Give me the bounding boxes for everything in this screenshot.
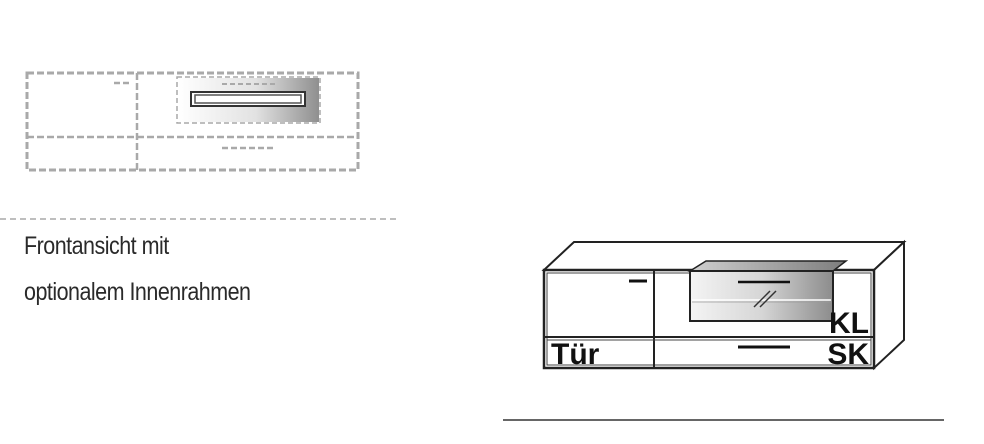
caption-line-2: optionalem Innenrahmen [24, 278, 251, 306]
cabinet-glass-flap [689, 270, 834, 322]
cabinet-flap-top [687, 260, 849, 272]
cabinet-perspective-drawing: Tür KL SK [541, 239, 907, 371]
front-view-optional-inner-frame-inner [194, 94, 302, 104]
cabinet-label-sk: SK [827, 338, 869, 371]
front-view-inner-frame [176, 76, 321, 124]
cabinet-label-door: Tür [551, 338, 600, 371]
front-view-drawing [25, 71, 360, 172]
caption-line-1: Frontansicht mit [24, 232, 169, 260]
cabinet-glass-hatch-2 [759, 290, 777, 308]
cabinet-glass-hatch-1 [753, 290, 771, 308]
cabinet-label-kl: KL [829, 307, 869, 340]
front-view-outer-frame [25, 71, 360, 172]
